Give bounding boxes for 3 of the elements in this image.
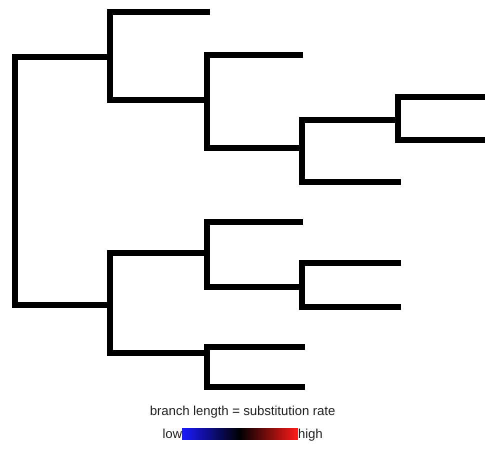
legend-title: branch length = substitution rate [150, 402, 336, 420]
scale-low-label: low [162, 427, 182, 440]
scale-high-label: high [298, 427, 323, 440]
